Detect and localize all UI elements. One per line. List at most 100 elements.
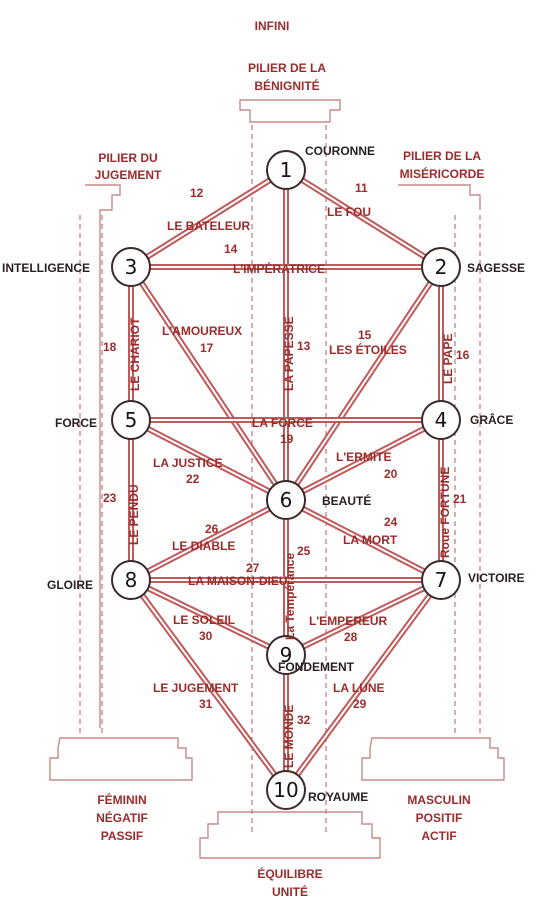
center-pillar-base	[199, 811, 381, 859]
pillar-left-line1: PILIER DU	[98, 151, 157, 165]
sephira-circle-8	[111, 560, 151, 600]
path-num-31: 31	[199, 697, 213, 711]
pillar-right-line2: MISÉRICORDE	[400, 166, 485, 181]
path-name-31: LE JUGEMENT	[153, 681, 239, 695]
path-name-21: Roue FORTUNE	[438, 467, 452, 558]
path-line-inner-8-10	[130, 579, 287, 791]
sephira-number-9: 9	[280, 643, 293, 667]
path-name-26: LE DIABLE	[172, 539, 235, 553]
center-pillar-capital	[239, 99, 341, 123]
sephira-name-4: GRÂCE	[470, 412, 513, 427]
sephira-circle-3	[111, 247, 151, 287]
sephira-name-9: FONDEMENT	[278, 660, 355, 674]
path-num-19: 19	[280, 432, 294, 446]
pillar-left-line2: JUGEMENT	[95, 168, 162, 182]
sephira-circle-6	[266, 480, 306, 520]
sephira-number-10: 10	[273, 778, 298, 802]
sephira-circle-7	[421, 560, 461, 600]
pillar-right-bottom-2: POSITIF	[416, 811, 463, 825]
right-pillar-base	[361, 737, 505, 781]
pillars	[49, 99, 505, 859]
path-name-22: LA JUSTICE	[153, 456, 223, 470]
path-name-25: La Tempérance	[283, 553, 297, 640]
path-name-15: LES ÉTOILES	[329, 342, 407, 357]
path-num-16: 16	[456, 348, 470, 362]
path-name-19: LA FORCE	[252, 416, 313, 430]
sephira-node-5: 5	[111, 400, 151, 440]
path-name-16: LE PAPE	[441, 334, 455, 384]
sephira-number-7: 7	[435, 568, 448, 592]
sephira-name-8: GLOIRE	[47, 578, 93, 592]
sephira-number-3: 3	[125, 255, 138, 279]
pillar-center-line2: BÉNIGNITÉ	[254, 78, 319, 93]
left-pillar-base	[49, 737, 193, 781]
path-name-29: LA LUNE	[333, 681, 385, 695]
sephira-circle-4	[421, 400, 461, 440]
sephira-node-4: 4	[421, 400, 461, 440]
path-num-27: 27	[246, 561, 260, 575]
sephira-node-6: 6	[266, 480, 306, 520]
path-line-inner-6-8	[130, 499, 287, 581]
right-pillar-top	[398, 184, 481, 210]
path-line-inner-6-7	[285, 499, 442, 581]
left-pillar-top	[85, 184, 121, 728]
path-num-23: 23	[103, 491, 117, 505]
path-name-11: LE FOU	[327, 205, 371, 219]
sephira-circle-10	[266, 770, 306, 810]
sephira-number-5: 5	[125, 408, 138, 432]
path-num-21: 21	[453, 492, 467, 506]
path-line-inner-3-6	[130, 266, 287, 501]
path-num-20: 20	[384, 467, 398, 481]
sephira-number-2: 2	[435, 255, 448, 279]
path-line-inner-8-9	[130, 579, 287, 656]
sephira-name-1: COURONNE	[305, 144, 375, 158]
pillar-left-bottom-3: PASSIF	[101, 829, 143, 843]
sephira-number-8: 8	[125, 568, 138, 592]
path-num-26: 26	[205, 522, 219, 536]
pillar-center-line1: PILIER DE LA	[248, 61, 326, 75]
pillar-right-line1: PILIER DE LA	[403, 149, 481, 163]
sephira-name-6: BEAUTÉ	[322, 493, 371, 508]
path-num-12: 12	[190, 186, 204, 200]
path-name-23: LE PENDU	[127, 484, 141, 545]
sephira-number-4: 4	[435, 408, 448, 432]
path-name-17: L'AMOUREUX	[162, 324, 242, 338]
path-line-inner-4-6	[285, 419, 442, 501]
sephira-name-3: INTELLIGENCE	[2, 261, 90, 275]
sephira-node-9: 9	[266, 635, 306, 675]
infini-label: INFINI	[255, 19, 290, 33]
path-num-22: 22	[186, 472, 200, 486]
sephira-node-1: 1	[266, 150, 306, 190]
path-num-13: 13	[297, 339, 311, 353]
path-num-29: 29	[353, 697, 367, 711]
pillar-right-bottom-3: ACTIF	[421, 829, 456, 843]
pillar-left-bottom-1: FÉMININ	[97, 792, 146, 807]
path-num-17: 17	[200, 341, 214, 355]
sephira-node-3: 3	[111, 247, 151, 287]
path-num-11: 11	[355, 181, 368, 195]
sephira-name-5: FORCE	[55, 416, 97, 430]
sephira-node-7: 7	[421, 560, 461, 600]
path-name-18: LE CHARIOT	[128, 317, 142, 391]
path-name-24: LA MORT	[343, 533, 398, 547]
path-line-inner-2-6	[285, 266, 442, 501]
paths-layer	[128, 167, 444, 792]
path-line-inner-7-9	[285, 579, 442, 656]
sephira-circle-1	[266, 150, 306, 190]
path-line-inner-1-2	[285, 169, 442, 268]
path-name-28: L'EMPEREUR	[309, 614, 388, 628]
sephira-node-10: 10	[266, 770, 306, 810]
path-name-20: L'ERMITE	[336, 450, 392, 464]
sephira-circle-9	[266, 635, 306, 675]
path-name-30: LE SOLEIL	[173, 613, 235, 627]
path-num-25: 25	[297, 544, 311, 558]
path-num-30: 30	[199, 629, 213, 643]
path-name-27: LA MAISON-DIEU	[188, 574, 288, 588]
pillar-center-bottom-2: UNITÉ	[272, 884, 308, 899]
path-num-28: 28	[344, 630, 358, 644]
sephira-circle-5	[111, 400, 151, 440]
sephira-node-2: 2	[421, 247, 461, 287]
sephira-number-1: 1	[280, 158, 293, 182]
